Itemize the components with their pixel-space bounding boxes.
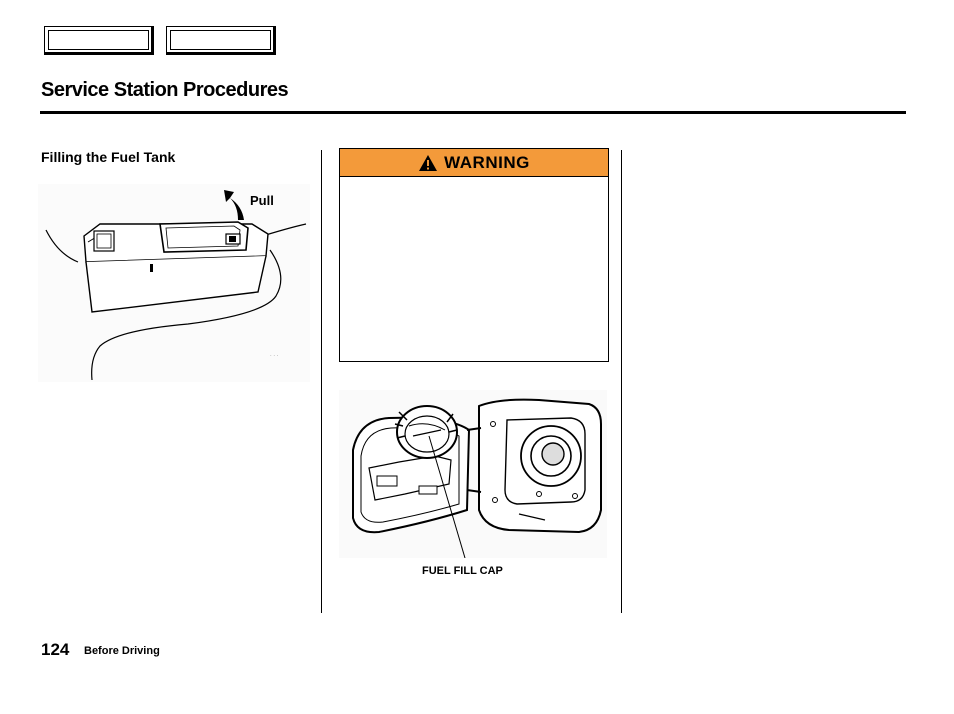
section-heading: Filling the Fuel Tank (41, 149, 176, 165)
next-page-button[interactable] (166, 26, 276, 55)
section-name: Before Driving (84, 645, 160, 657)
fuel-fill-cap-illustration (339, 390, 607, 559)
warning-label: WARNING (444, 152, 530, 172)
warning-box: WARNING (339, 148, 609, 362)
fuel-fill-cap-label: FUEL FILL CAP (422, 565, 503, 577)
pull-callout: Pull (250, 193, 274, 208)
warning-triangle-icon (419, 154, 438, 171)
page-title: Service Station Procedures (41, 79, 289, 101)
column-divider-right (621, 150, 622, 613)
warning-header: WARNING (340, 149, 608, 177)
column-divider-left (321, 150, 322, 613)
title-divider (40, 111, 906, 114)
fuel-door-release-illustration: Pull . . . (38, 184, 310, 382)
svg-text:. . .: . . . (270, 352, 279, 358)
page-number: 124 (41, 640, 70, 659)
previous-page-button[interactable] (44, 26, 154, 55)
